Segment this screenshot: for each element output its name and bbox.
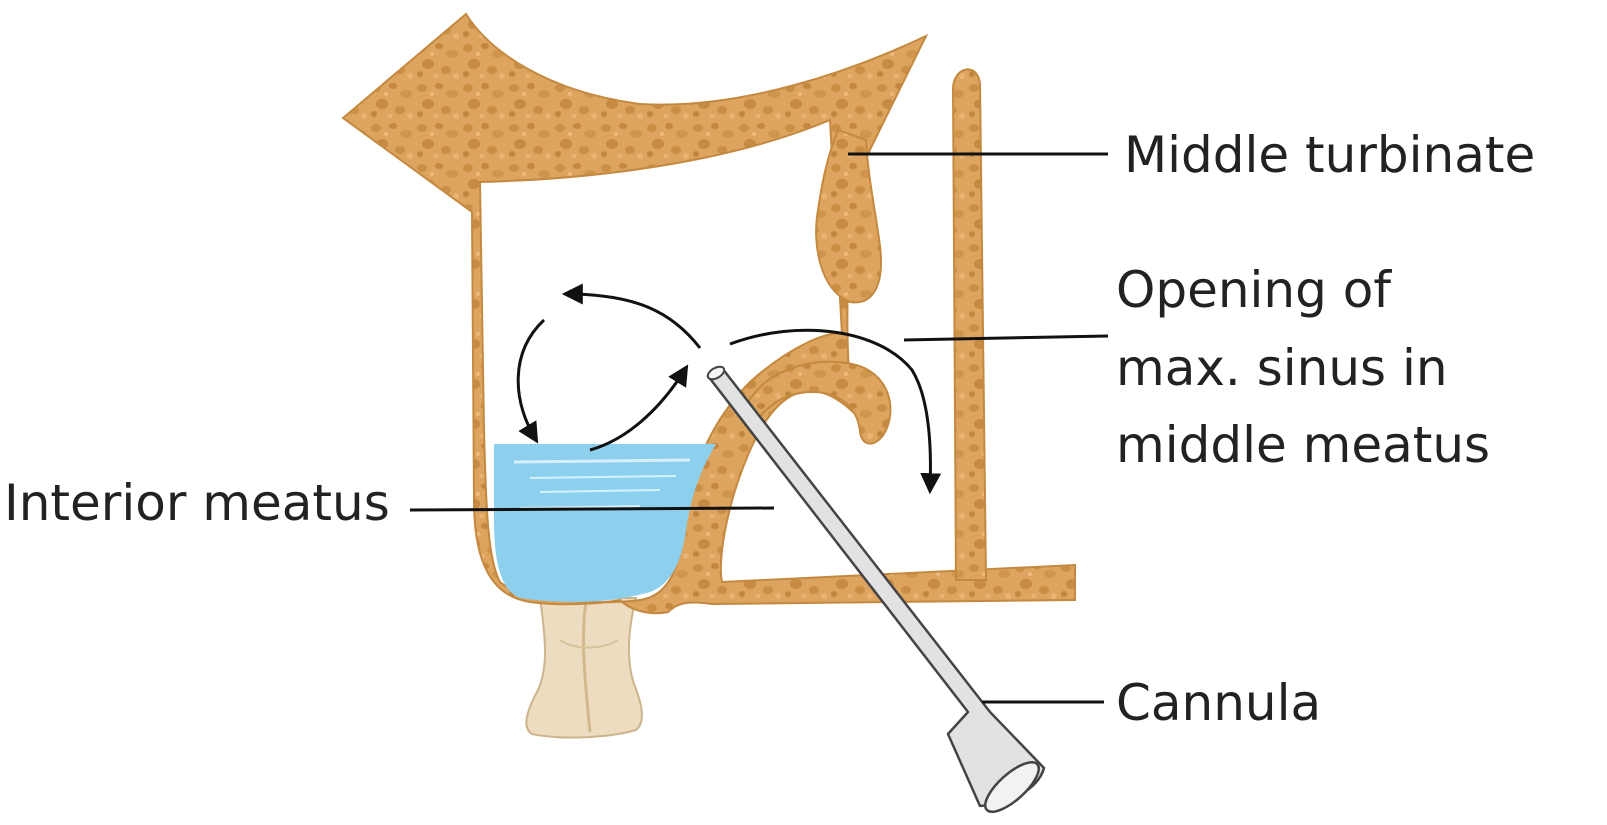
arrow-up-to-tip (590, 368, 686, 450)
label-opening-line-1: Opening of (1116, 261, 1392, 319)
maxillary-bone (343, 14, 1075, 613)
label-interior-meatus: Interior meatus (4, 474, 390, 532)
tooth (526, 598, 642, 737)
label-cannula: Cannula (1116, 674, 1321, 732)
arrow-down-left (518, 320, 544, 440)
label-opening-line-3: middle meatus (1116, 416, 1490, 474)
label-middle-turbinate: Middle turbinate (1124, 126, 1535, 184)
arrow-top-left (566, 294, 700, 348)
leader-opening (904, 336, 1108, 340)
leader-interior-meatus (410, 508, 774, 510)
label-opening-line-2: max. sinus in (1116, 339, 1448, 397)
